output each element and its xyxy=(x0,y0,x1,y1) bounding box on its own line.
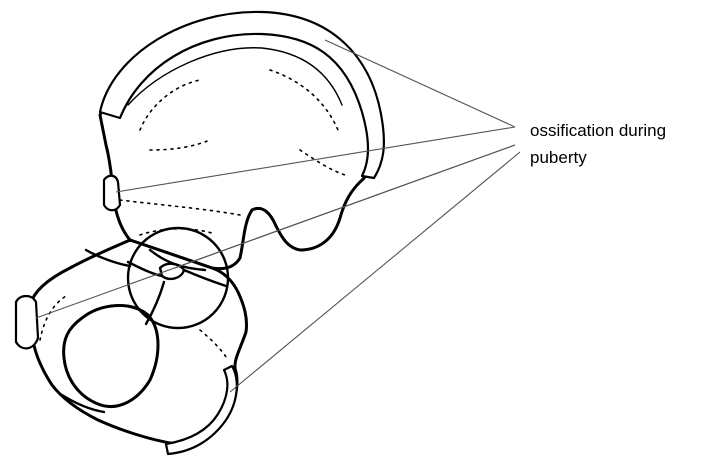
annotation-line-2: puberty xyxy=(530,148,587,167)
anterior-spine-ossification xyxy=(104,176,120,211)
pubic-symphysis-ossification xyxy=(16,296,38,348)
annotation-line-1: ossification during xyxy=(530,121,666,140)
annotation-label: ossification during puberty xyxy=(530,121,671,167)
